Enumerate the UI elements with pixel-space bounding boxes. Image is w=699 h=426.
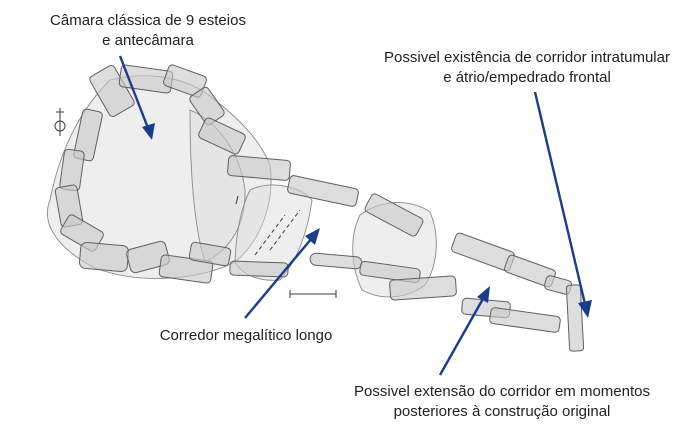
north-arrow-icon <box>54 108 66 136</box>
chamber-stones <box>54 64 246 284</box>
arrow-to-extension <box>438 286 490 376</box>
stone-marks <box>235 195 337 298</box>
corridor-stones <box>227 155 585 352</box>
label-corridor-extension: Possivel extensão do corridor em momento… <box>312 382 692 422</box>
arrow-to-chamber <box>118 55 155 140</box>
label-long-corridor-line1: Corredor megalítico longo <box>159 327 333 344</box>
arrow-to-corridor <box>244 228 320 319</box>
label-long-corridor: Corredor megalítico longo <box>136 326 356 346</box>
label-extension-line1: Possivel extensão do corridor em momento… <box>354 383 650 400</box>
label-intratumular-line1: Possivel existência de corridor intratum… <box>384 49 670 66</box>
label-extension-line2: posteriores à construção original <box>393 403 611 420</box>
label-chamber-line2: e antecâmara <box>102 32 194 49</box>
label-intratumular-corridor: Possivel existência de corridor intratum… <box>352 48 699 88</box>
label-intratumular-line2: e átrio/empedrado frontal <box>443 69 611 86</box>
arrow-to-atrium <box>533 91 592 318</box>
label-chamber: Câmara clássica de 9 esteios e antecâmar… <box>48 11 248 51</box>
label-chamber-line1: Câmara clássica de 9 esteios <box>50 12 246 29</box>
